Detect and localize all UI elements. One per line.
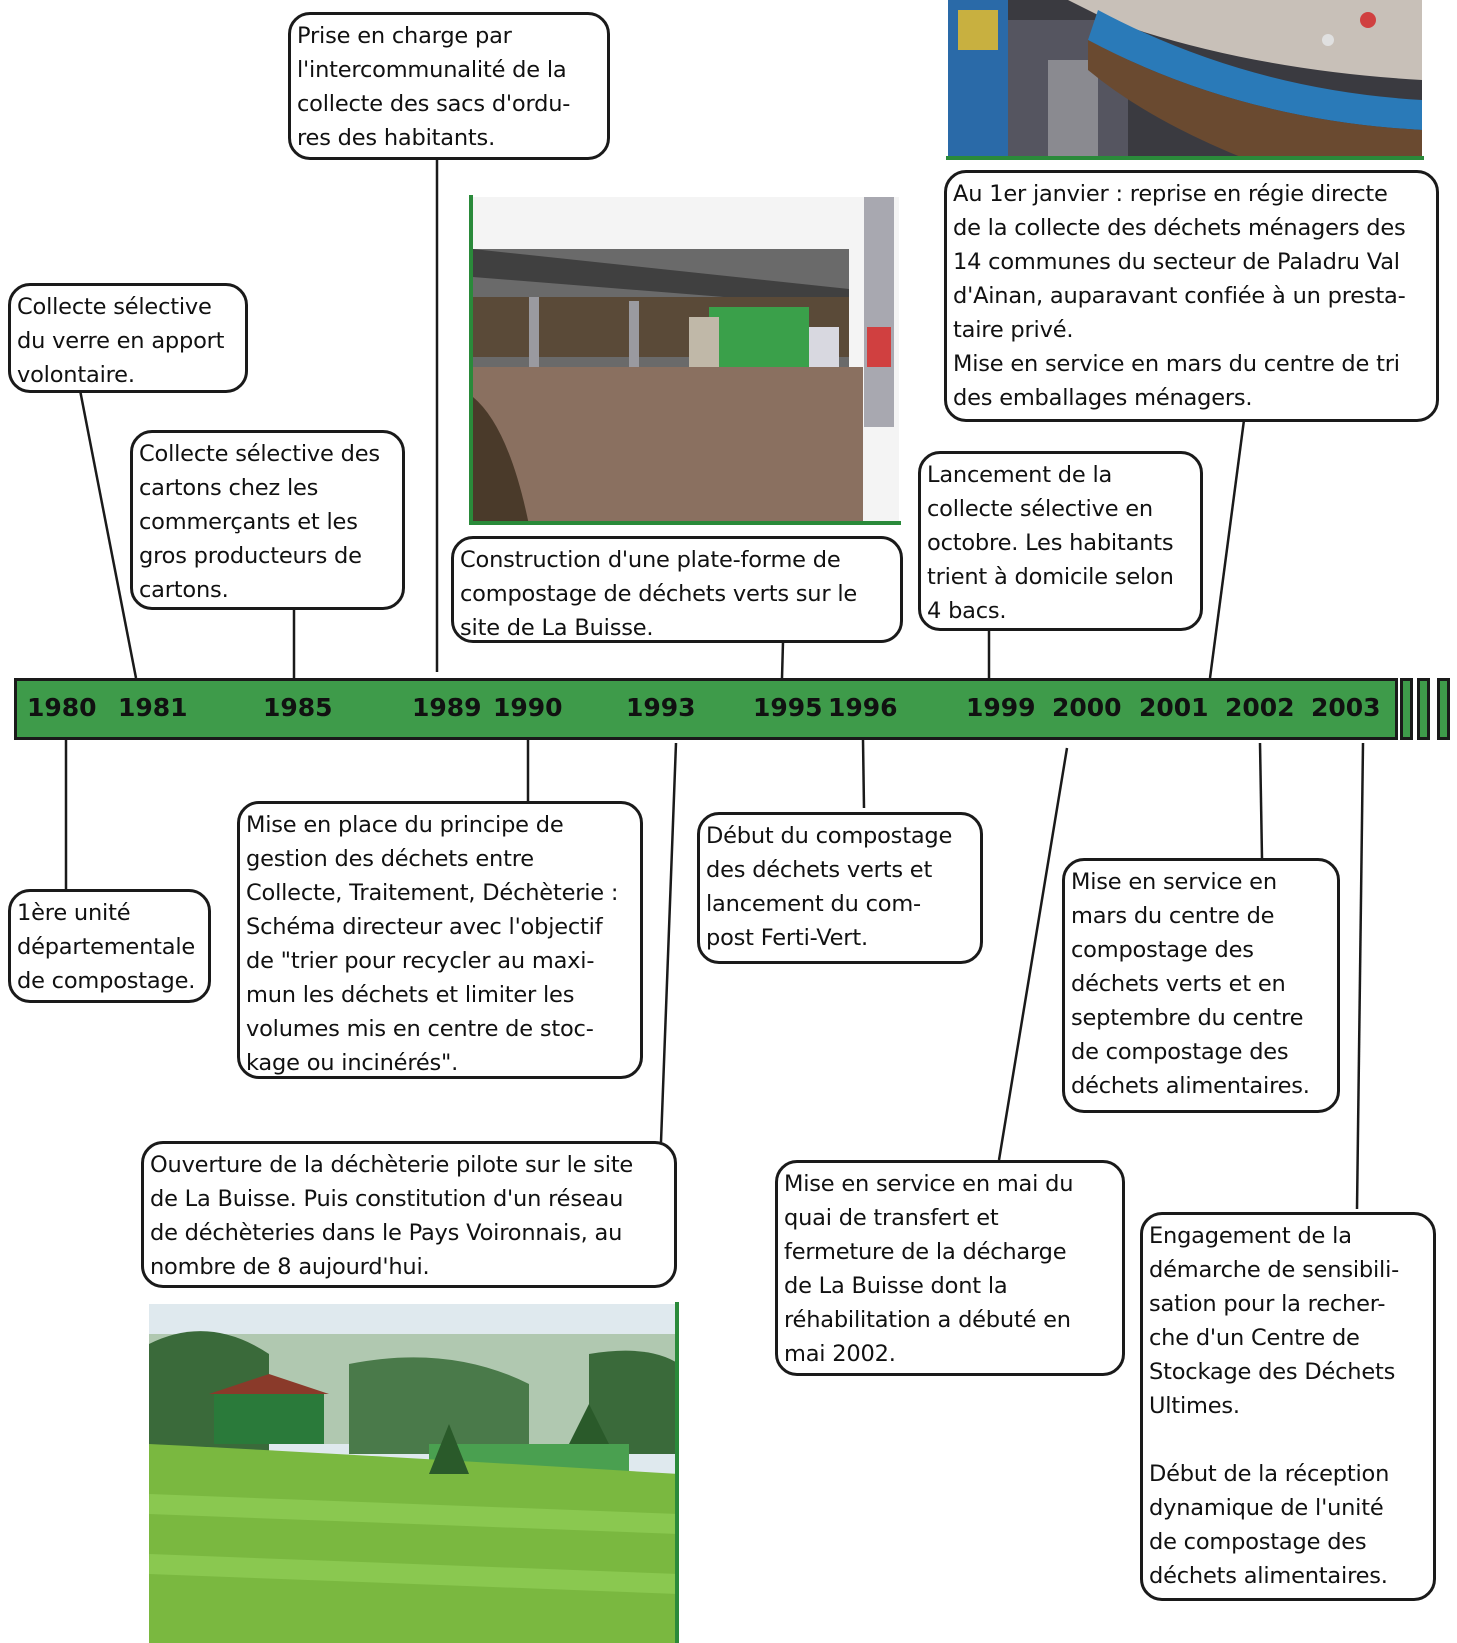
photo-sorting-center [948, 0, 1422, 160]
year-label-1993: 1993 [626, 693, 696, 722]
connector-2000 [997, 747, 1069, 1161]
event-1985: Collecte sélective des cartons chez les … [130, 430, 405, 610]
event-1990: Mise en place du principe de gestion des… [237, 801, 643, 1079]
connector-2001 [1208, 419, 1246, 679]
event-1996: Début du compostage des déchets verts et… [697, 812, 983, 964]
year-label-1999: 1999 [966, 693, 1036, 722]
timeline-end-segment [1400, 678, 1413, 740]
event-2000: Mise en service en mai du quai de transf… [775, 1160, 1125, 1376]
year-label-1985: 1985 [263, 693, 333, 722]
connector-1995 [780, 641, 785, 679]
photo-frame-edge [946, 156, 1424, 160]
photo-recycling-center [149, 1304, 679, 1643]
year-label-2000: 2000 [1052, 693, 1122, 722]
event-2002: Mise en service en mars du centre de com… [1062, 858, 1340, 1113]
timeline-bar [14, 678, 1398, 740]
photo-frame-edge [469, 195, 473, 525]
year-label-2003: 2003 [1311, 693, 1381, 722]
year-label-2001: 2001 [1139, 693, 1209, 722]
year-label-1980: 1980 [27, 693, 97, 722]
event-1989: Prise en charge par l'intercommunalité d… [288, 12, 610, 160]
event-2003: Engagement de la démarche de sensibili- … [1140, 1212, 1436, 1601]
event-1981: Collecte sélective du verre en apport vo… [8, 283, 248, 393]
connector-1996 [861, 739, 866, 809]
connector-2002 [1258, 742, 1264, 859]
connector-1993 [659, 742, 678, 1143]
event-1999: Lancement de la collecte sélective en oc… [918, 451, 1203, 631]
event-1995: Construction d'une plate-forme de compos… [451, 536, 903, 643]
photo-frame-edge [675, 1302, 679, 1643]
year-label-1990: 1990 [493, 693, 563, 722]
year-label-1989: 1989 [412, 693, 482, 722]
photo-frame-edge [469, 521, 901, 525]
connector-1981 [78, 389, 138, 679]
event-1980: 1ère unité départementale de compostage. [8, 889, 211, 1003]
year-label-2002: 2002 [1225, 693, 1295, 722]
connector-2003 [1355, 742, 1365, 1210]
year-label-1995: 1995 [753, 693, 823, 722]
year-label-1981: 1981 [118, 693, 188, 722]
event-2001: Au 1er janvier : reprise en régie direct… [944, 170, 1439, 422]
timeline-end-segment [1417, 678, 1430, 740]
event-1993: Ouverture de la déchèterie pilote sur le… [141, 1141, 677, 1288]
photo-composting-platform [469, 197, 899, 525]
timeline-end-segment [1437, 678, 1450, 740]
year-label-1996: 1996 [828, 693, 898, 722]
